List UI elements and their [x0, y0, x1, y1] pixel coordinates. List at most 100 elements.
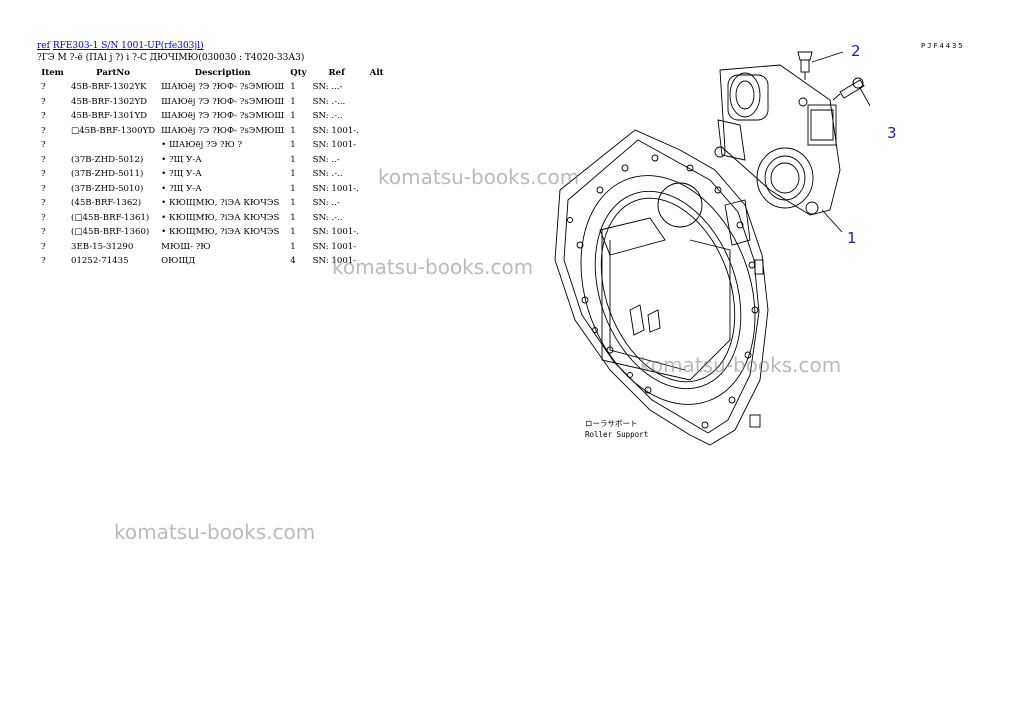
table-row: ? 45B-BRF-1302YD ШАЮёj ?Э ?ЮФ- ?sЭМЮШ 1 SN: … [37, 95, 387, 110]
qty-cell: 1 [290, 96, 296, 107]
item-cell: ? [41, 154, 46, 165]
alt-cell [364, 225, 387, 240]
item-cell: ? [41, 96, 46, 107]
ref-cell: SN: .-.. [312, 111, 343, 122]
page-subtitle: ?ГЭ М ?-ё (ПАl j ?) i ?-С ДЮЧIМЮ(030030 … [37, 53, 305, 63]
window-hole [657, 182, 703, 228]
description-cell: ОЮЩД [161, 256, 196, 267]
item-cell: ? [41, 198, 46, 209]
qty-cell: 1 [290, 227, 296, 238]
partno-cell: □45B-BRF-1300YD [71, 125, 156, 136]
qty-cell: 1 [290, 111, 296, 122]
table-row: ? (37B-ZHD-5011) • ?Щ У-А 1 SN: .-.. [37, 167, 387, 182]
description-cell: • КЮЩМЮ, ?iЭА КЮЧЭS [161, 227, 280, 238]
ref-cell: SN: 1001- [312, 140, 357, 151]
alt-cell [364, 95, 387, 110]
qty-cell: 1 [290, 198, 296, 209]
header-links: ref RFE303-1 S/N 1001-UP(rfe303jl) [37, 40, 204, 52]
partno-cell: (□45B-BRF-1360) [71, 227, 150, 238]
table-row: ? □45B-BRF-1300YD ШАЮёj ?Э ?ЮФ- ?sЭМЮШ 1 SN:… [37, 124, 387, 139]
description-cell: ШАЮёj ?Э ?ЮФ- ?sЭМЮШ [161, 111, 285, 122]
ref-cell: SN: .-.. [312, 169, 343, 180]
alt-cell [364, 80, 387, 95]
alt-cell [364, 196, 387, 211]
item-cell: ? [41, 140, 46, 151]
description-cell: • ?Щ У-А [161, 169, 202, 180]
table-row: ? 45B-BRF-1302YK ШАЮёj ?Э ?ЮФ- ?sЭМЮШ 1 SN: … [37, 80, 387, 95]
roller-assembly [714, 64, 841, 216]
table-row: ? (□45B-BRF-1360) • КЮЩМЮ, ?iЭА КЮЧЭS 1 SN: … [37, 225, 387, 240]
description-cell: • ?Щ У-А [161, 183, 202, 194]
model-link[interactable]: RFE303-1 S/N 1001-UP(rfe303jl) [52, 41, 204, 51]
item-cell: ? [41, 169, 46, 180]
col-item: Item [41, 68, 64, 78]
description-cell: • КЮЩМЮ, ?iЭА КЮЧЭS [161, 198, 280, 209]
ref-link[interactable]: ref [37, 41, 50, 51]
description-cell: ШАЮёj ?Э ?ЮФ- ?sЭМЮШ [161, 125, 285, 136]
table-header-row: Item PartNo Description Qty Ref Alt [37, 66, 387, 80]
item-cell: ? [41, 256, 46, 267]
ref-cell: SN: 1001- [312, 256, 357, 267]
item-cell: ? [41, 111, 46, 122]
ref-cell: SN: 1001-. [312, 227, 359, 238]
ref-cell: SN: 1001-. [312, 183, 359, 194]
roller-wheel [756, 147, 814, 209]
table-row: ? (45B-BRF-1362) • КЮЩМЮ, ?iЭА КЮЧЭS 1 SN: .… [37, 196, 387, 211]
alt-cell [364, 124, 387, 139]
partno-cell: (37B-ZHD-5012) [71, 154, 144, 165]
item-cell: ? [41, 125, 46, 136]
col-ref: Ref [328, 68, 345, 78]
description-cell: • КЮЩМЮ, ?iЭА КЮЧЭS [161, 212, 280, 223]
qty-cell: 1 [290, 183, 296, 194]
col-qty: Qty [290, 68, 307, 78]
drawing-code: PJF4435 [921, 42, 965, 50]
partno-cell: 3EB-15-31290 [71, 241, 134, 252]
partno-cell: (45B-BRF-1362) [71, 198, 142, 209]
col-partno: PartNo [96, 68, 131, 78]
bolt-part-2 [797, 51, 813, 80]
partno-cell: 01252-71435 [71, 256, 129, 267]
item-cell: ? [41, 82, 46, 93]
qty-cell: 1 [290, 140, 296, 151]
watermark: komatsu-books.com [332, 255, 534, 279]
drawing-caption: ローラサポート Roller Support [585, 418, 648, 440]
roller-support-drawing [554, 51, 870, 446]
description-cell: ШАЮёj ?Э ?ЮФ- ?sЭМЮШ [161, 96, 285, 107]
watermark: komatsu-books.com [114, 520, 316, 544]
ref-cell: SN: 1001- [312, 241, 357, 252]
callout-3: 3 [887, 124, 897, 142]
ref-cell: SN: 1001-. [312, 125, 359, 136]
qty-cell: 1 [290, 169, 296, 180]
ref-cell: SN: ..- [312, 198, 340, 209]
ref-cell: SN: ..- [312, 154, 340, 165]
description-cell: ШАЮёj ?Э ?ЮФ- ?sЭМЮШ [161, 82, 285, 93]
qty-cell: 1 [290, 125, 296, 136]
alt-cell [364, 211, 387, 226]
alt-cell [364, 138, 387, 153]
caption-jp: ローラサポート [585, 419, 638, 428]
item-cell: ? [41, 212, 46, 223]
caption-en: Roller Support [585, 430, 649, 439]
qty-cell: 1 [290, 241, 296, 252]
ref-cell: SN: ...- [312, 82, 343, 93]
description-cell: МЮШ- ?Ю [161, 241, 211, 252]
partno-cell: (37B-ZHD-5011) [71, 169, 144, 180]
partno-cell: (□45B-BRF-1361) [71, 212, 150, 223]
partno-cell: 45B-BRF-1302YD [71, 96, 148, 107]
ref-cell: SN: .-... [312, 96, 346, 107]
qty-cell: 1 [290, 82, 296, 93]
qty-cell: 1 [290, 154, 296, 165]
partno-cell: 45B-BRF-1302YK [71, 82, 147, 93]
ref-cell: SN: .-.. [312, 212, 343, 223]
parts-table: Item PartNo Description Qty Ref Alt ? 45B… [37, 66, 387, 269]
ring-outer [580, 175, 756, 405]
item-cell: ? [41, 227, 46, 238]
alt-cell [364, 240, 387, 255]
